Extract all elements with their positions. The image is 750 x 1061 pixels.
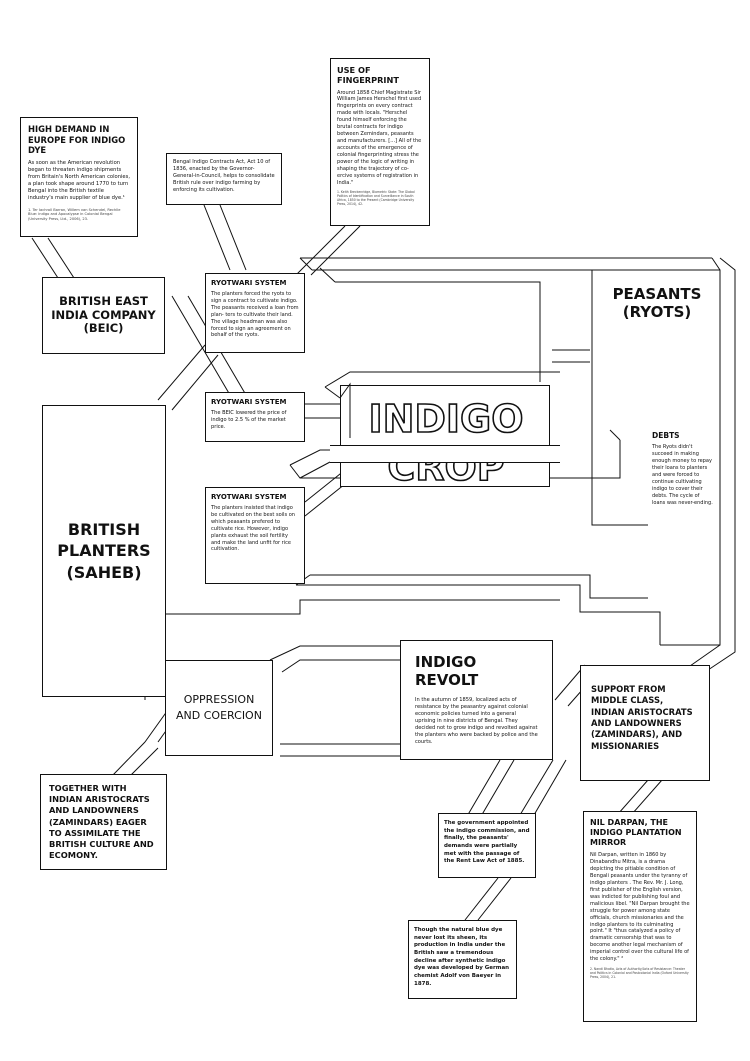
nil-darpan-box: NIL DARPAN, THE INDIGO PLANTATION MIRROR…	[583, 811, 697, 1022]
nil-darpan-text: Nil Darpan, written in 1860 by Dinabandh…	[590, 852, 690, 963]
fingerprint-title: USE OF FINGERPRINT	[337, 65, 399, 86]
contracts-act-text: Bengal Indigo Contracts Act, Act 10 of 1…	[173, 159, 275, 194]
support-box: SUPPORT FROM MIDDLE CLASS, INDIAN ARISTO…	[580, 665, 710, 781]
support-label: SUPPORT FROM MIDDLE CLASS, INDIAN ARISTO…	[591, 684, 693, 751]
demand-box: HIGH DEMAND IN EUROPE FOR INDIGO DYE As …	[20, 117, 138, 237]
revolt-text: In the autumn of 1859, localized acts of…	[415, 697, 538, 746]
contracts-act-box: Bengal Indigo Contracts Act, Act 10 of 1…	[166, 153, 282, 205]
fingerprint-footnote: 1. Keith Breckenridge, Biometric State: …	[337, 189, 415, 206]
ryotwari-2-title: RYOTWARI SYSTEM	[211, 398, 287, 406]
indigo-crop-text: INDIGO CROP	[368, 396, 525, 487]
ryotwari-1-title: RYOTWARI SYSTEM	[211, 279, 287, 287]
ryotwari-3-title: RYOTWARI SYSTEM	[211, 493, 287, 501]
ryotwari-3-text: The planters insisted that indigo be cul…	[211, 504, 295, 553]
commission-text: The government appointed the indigo comm…	[444, 820, 530, 865]
oppression-box: OPPRESSION AND COERCION	[165, 660, 273, 756]
beic-box: BRITISH EAST INDIA COMPANY (BEIC)	[42, 277, 165, 354]
natural-dye-box: Though the natural blue dye never lost i…	[408, 920, 517, 999]
ryotwari-box-3: RYOTWARI SYSTEM The planters insisted th…	[205, 487, 305, 584]
ryotwari-box-1: RYOTWARI SYSTEM The planters forced the …	[205, 273, 305, 353]
crop-band	[330, 445, 560, 463]
debts-text: The Ryots didn't succeed in making enoug…	[652, 444, 713, 506]
aristocrats-box: TOGETHER WITH INDIAN ARISTOCRATS AND LAN…	[40, 774, 167, 870]
debts-box: DEBTS The Ryots didn't succeed in making…	[648, 428, 718, 523]
demand-title: HIGH DEMAND IN EUROPE FOR INDIGO DYE	[28, 124, 126, 155]
commission-box: The government appointed the indigo comm…	[438, 813, 536, 878]
demand-footnote: 1. Ter Iachroll Barran, Willem van Schen…	[28, 207, 121, 221]
fingerprint-text: Around 1858 Chief Magistrate Sir William…	[337, 89, 422, 186]
debts-title: DEBTS	[652, 431, 680, 440]
demand-text: As soon as the American revolution began…	[28, 159, 130, 202]
indigo-crop-line1: INDIGO	[368, 397, 523, 441]
indigo-crop-frame	[324, 371, 560, 438]
fingerprint-box: USE OF FINGERPRINT Around 1858 Chief Mag…	[330, 58, 430, 226]
ryotwari-2-text: The BEIC lowered the price of indigo to …	[211, 409, 287, 430]
planters-label: BRITISH PLANTERS (SAHEB)	[57, 519, 151, 582]
natural-dye-text: Though the natural blue dye never lost i…	[414, 927, 510, 987]
indigo-crop-block	[340, 385, 550, 487]
revolt-box: INDIGO REVOLT In the autumn of 1859, loc…	[400, 640, 553, 760]
beic-label: BRITISH EAST INDIA COMPANY (BEIC)	[51, 293, 156, 336]
peasants-label: PEASANTS (RYOTS)	[612, 285, 702, 321]
nil-darpan-footnote: 2. Nandi Bhatia, Acts of Authority/Acts …	[590, 967, 689, 980]
ryotwari-box-2: RYOTWARI SYSTEM The BEIC lowered the pri…	[205, 392, 305, 442]
nil-darpan-title: NIL DARPAN, THE INDIGO PLANTATION MIRROR	[590, 818, 682, 847]
ryotwari-1-text: The planters forced the ryots to sign a …	[211, 290, 299, 339]
revolt-title: INDIGO REVOLT	[415, 653, 479, 689]
planters-box: BRITISH PLANTERS (SAHEB)	[42, 405, 166, 697]
aristocrats-label: TOGETHER WITH INDIAN ARISTOCRATS AND LAN…	[49, 783, 154, 861]
oppression-label: OPPRESSION AND COERCION	[176, 693, 262, 722]
